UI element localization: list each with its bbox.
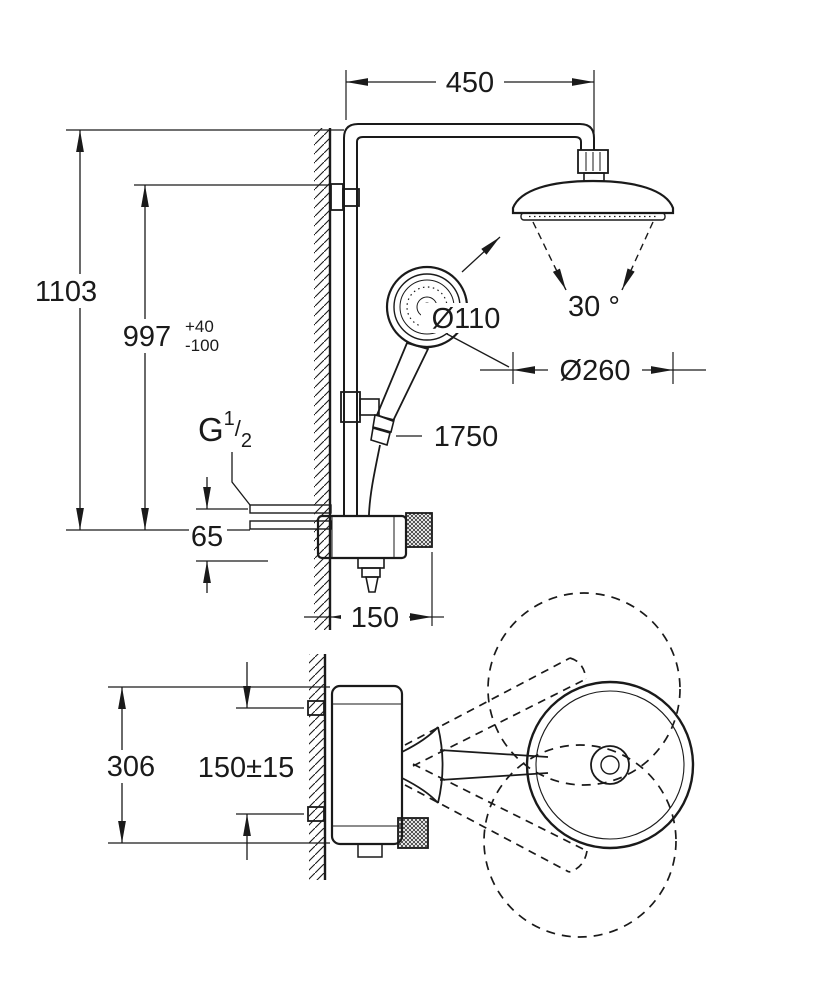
- label-bg: [421, 303, 511, 333]
- dim-1750-label: 1750: [434, 421, 499, 453]
- hose-nut: [370, 426, 391, 447]
- dim-dia110: Ø110: [421, 236, 511, 368]
- dim-450: 450: [345, 66, 595, 146]
- outlet-nut: [361, 567, 381, 578]
- outlet-flange: [357, 557, 385, 569]
- supply-socket-bottom: [307, 806, 325, 822]
- thread-leader-line: [231, 452, 251, 506]
- thread-label: G1/2: [198, 408, 252, 506]
- dim-997: 997 +40 -100: [114, 184, 331, 530]
- dim-150pm15: 150±15: [188, 662, 304, 860]
- dim-450-label: 450: [446, 67, 494, 99]
- thread-prefix: G: [198, 411, 224, 448]
- hand-shower: [370, 265, 469, 447]
- front-view: 30 °: [26, 66, 706, 634]
- label-bg: [436, 66, 504, 98]
- spray-face: [520, 212, 666, 221]
- dim-1103: 1103: [26, 129, 344, 531]
- dim-65: 65: [189, 477, 268, 593]
- head-dome: [511, 179, 675, 215]
- shower-rail: [343, 123, 595, 516]
- head-shower-plan: [525, 680, 695, 850]
- dim-306: 306: [94, 686, 330, 844]
- tolerance-minus-label: -100: [185, 336, 219, 355]
- head-swivel-lower-circle: [483, 744, 677, 938]
- head-collar: [583, 172, 605, 182]
- thread-denominator: 2: [241, 430, 252, 452]
- dim-1103-label: 1103: [35, 276, 97, 308]
- label-bg: [188, 750, 304, 783]
- thread-slash: /: [235, 416, 242, 441]
- thread-numerator: 1: [224, 408, 235, 430]
- thermostat-knob-plan: [397, 817, 429, 849]
- shower-arm-plan: [401, 726, 549, 804]
- dim-dia110-label: Ø110: [432, 303, 501, 335]
- head-shower: [511, 149, 675, 221]
- supply-socket-top: [307, 700, 325, 716]
- dim-997-label: 997: [123, 321, 171, 353]
- label-bg: [94, 750, 168, 783]
- label-bg: [548, 354, 642, 386]
- label-bg: [189, 520, 227, 552]
- label-bg: [556, 292, 632, 320]
- dim-150-label: 150: [351, 602, 399, 634]
- dim-306-label: 306: [107, 751, 155, 783]
- hand-shower-holder: [340, 391, 380, 423]
- dim-1750: 1750: [396, 421, 498, 453]
- top-view: 306 150±15: [94, 592, 695, 938]
- label-bg: [341, 601, 409, 633]
- hand-shower-handle: [375, 341, 430, 423]
- spray-angle-label: 30 °: [568, 291, 620, 323]
- swivel-arm-lower: [404, 763, 588, 873]
- tolerance-plus-label: +40: [185, 317, 214, 336]
- head-swivel-upper-circle: [487, 592, 681, 786]
- dim-dia260: Ø260: [480, 352, 706, 387]
- label-bg: [26, 274, 106, 308]
- dim-150: 150: [304, 552, 444, 634]
- thermostat-body-plan: [307, 684, 429, 858]
- tolerance-bg: [181, 313, 241, 355]
- wall-bracket: [330, 183, 360, 211]
- head-hub: [590, 745, 630, 785]
- thread-size-label: G1/2: [198, 408, 252, 452]
- dim-150pm15-label: 150±15: [198, 752, 295, 784]
- handle-connector: [372, 414, 395, 433]
- spray-angle-indicator: 30 °: [532, 221, 654, 323]
- label-bg: [114, 319, 180, 353]
- dim-65-label: 65: [191, 521, 223, 553]
- wall-hatch: [309, 654, 325, 880]
- thermostat-knob: [405, 512, 433, 548]
- supply-pipes: [249, 504, 332, 530]
- thermostat-body: [316, 512, 433, 593]
- shower-hose: [368, 444, 381, 517]
- dim-dia260-label: Ø260: [560, 355, 631, 387]
- outlet-nipple: [365, 576, 379, 593]
- outlet-plan: [357, 843, 383, 858]
- wall-hatch: [314, 128, 330, 630]
